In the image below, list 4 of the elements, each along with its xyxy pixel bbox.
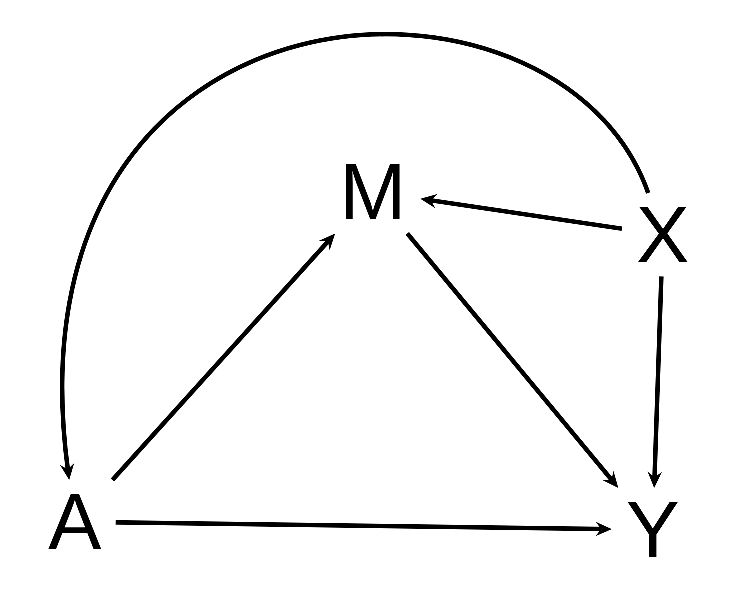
node-label: A (48, 494, 102, 550)
node-label: Y (628, 502, 678, 558)
node-label: M (346, 164, 400, 220)
node-label: X (638, 207, 688, 263)
